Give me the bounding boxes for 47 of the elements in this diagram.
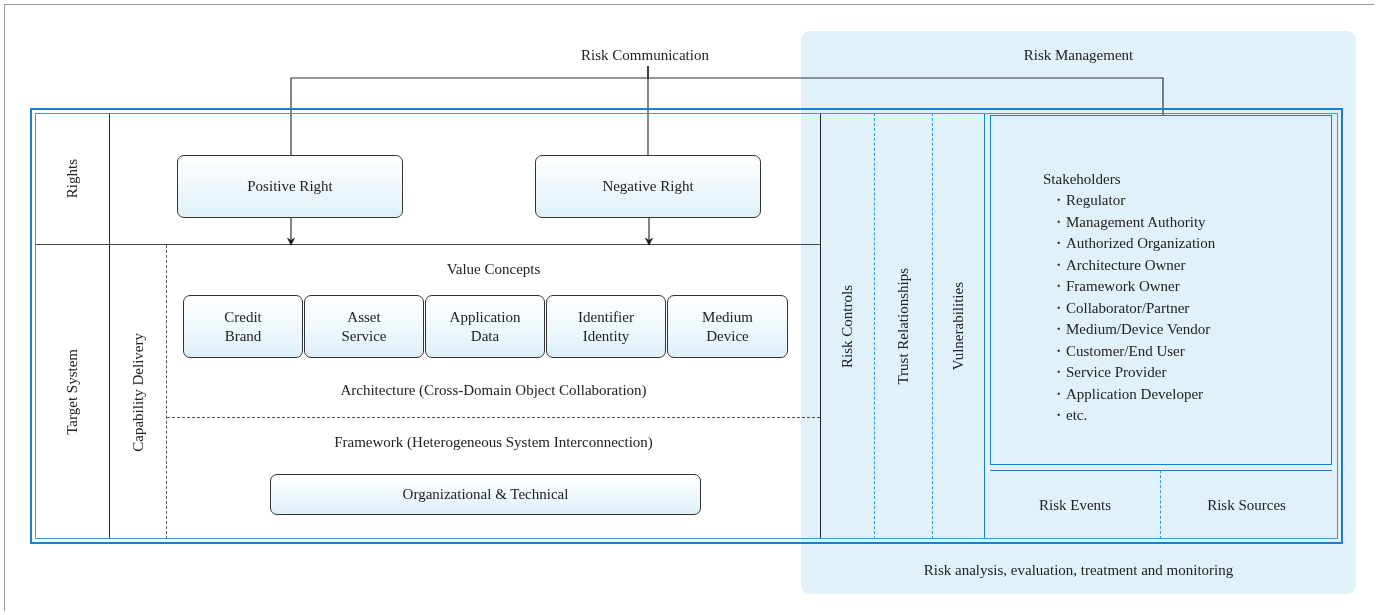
list-item: ・Authorized Organization <box>1051 234 1217 253</box>
box-label: Medium Device <box>701 307 754 346</box>
connector-line <box>647 65 1164 116</box>
list-item: ・etc. <box>1051 406 1089 425</box>
row-label-text: Capability Delivery <box>130 332 147 452</box>
box-label: Organizational & Technical <box>402 485 569 504</box>
column-label: Trust Relationships <box>895 267 912 385</box>
rounded-box <box>425 295 545 358</box>
list-item: ・Architecture Owner <box>1051 255 1187 275</box>
list-item: ・Collaborator/Partner <box>1051 298 1191 318</box>
rounded-box <box>535 155 761 218</box>
box-label: Identifier Identity <box>577 307 635 346</box>
list-item: ・Regulator <box>1051 191 1127 210</box>
list-item: ・Framework Owner <box>1051 277 1181 296</box>
row-label-text: Target System <box>64 349 81 435</box>
panel-title: Risk Management <box>1022 47 1135 64</box>
cell-text: Risk Sources <box>1207 496 1286 514</box>
arrow <box>644 217 654 246</box>
arrow <box>286 217 296 246</box>
rounded-box <box>177 155 403 218</box>
list-item: ・Medium/Device Vendor <box>1051 320 1212 339</box>
list-item: ・Service Provider <box>1051 363 1168 382</box>
risk-management-panel <box>801 31 1356 594</box>
layer-title: Value Concepts <box>445 261 542 278</box>
rounded-box <box>183 295 303 358</box>
cell-text: Risk Events <box>1038 496 1112 514</box>
box-label: Negative Right <box>602 177 694 196</box>
rounded-box <box>667 295 788 358</box>
layer-title: Architecture (Cross-Domain Object Collaboration) <box>339 382 648 399</box>
box-label: Credit Brand <box>223 307 263 346</box>
list-item: ・Management Authority <box>1051 212 1207 232</box>
rounded-box <box>304 295 424 358</box>
list-heading: Stakeholders <box>1043 170 1122 189</box>
column-label: Vulnerabilities <box>950 281 967 371</box>
column-label: Risk Controls <box>839 284 856 368</box>
panel-caption: Risk analysis, evaluation, treatment and monitoring <box>922 562 1235 579</box>
box-label: Asset Service <box>340 307 388 346</box>
box-label: Positive Right <box>247 177 333 196</box>
rounded-box <box>546 295 666 358</box>
list-item: ・Application Developer <box>1051 384 1205 404</box>
heading-text: Risk Communication <box>581 47 709 63</box>
row-label-text: Rights <box>64 158 81 199</box>
layer-title: Framework (Heterogeneous System Interconnection) <box>333 434 654 451</box>
rounded-box <box>270 474 701 515</box>
list-item: ・Customer/End User <box>1051 341 1186 361</box>
stakeholders-panel <box>990 115 1332 465</box>
box-label: Application Data <box>448 307 522 346</box>
